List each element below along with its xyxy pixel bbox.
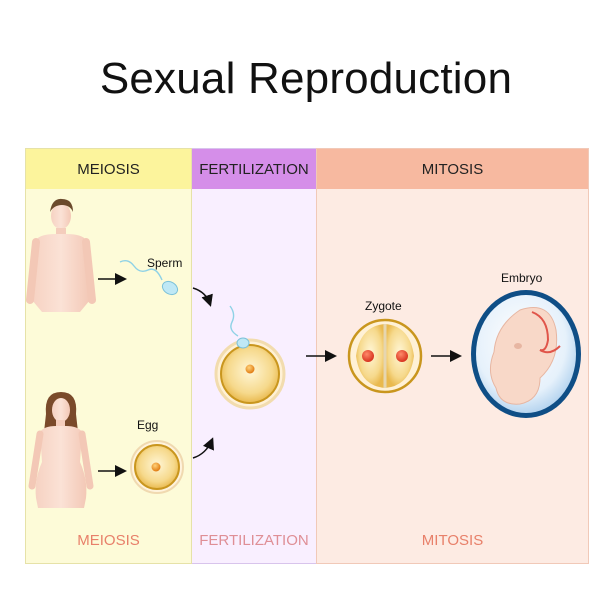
sperm-label: Sperm	[147, 256, 183, 270]
arrow-icon	[192, 287, 213, 307]
mitosis-header: MITOSIS	[317, 149, 588, 189]
zygote-icon	[347, 318, 423, 394]
male-figure-icon	[26, 198, 96, 312]
diagram-title: Sexual Reproduction	[99, 54, 513, 103]
mitosis-footer: MITOSIS	[421, 532, 484, 549]
embryo-icon	[471, 290, 581, 418]
fertilized-egg-icon	[214, 305, 286, 410]
fertilization-panel: FERTILIZATION FERTILIZATION	[192, 148, 316, 564]
meiosis-footer: MEIOSIS	[77, 532, 140, 549]
female-figure-icon	[28, 392, 94, 508]
embryo-label: Embryo	[501, 271, 543, 285]
egg-label: Egg	[137, 418, 159, 432]
meiosis-header: MEIOSIS	[26, 149, 191, 189]
egg-cell-icon	[130, 440, 184, 494]
zygote-label: Zygote	[365, 299, 402, 313]
fertilization-footer: FERTILIZATION	[199, 532, 309, 549]
sperm-cell-icon	[119, 259, 179, 296]
fertilization-header: FERTILIZATION	[192, 149, 316, 189]
arrow-icon	[192, 437, 214, 459]
